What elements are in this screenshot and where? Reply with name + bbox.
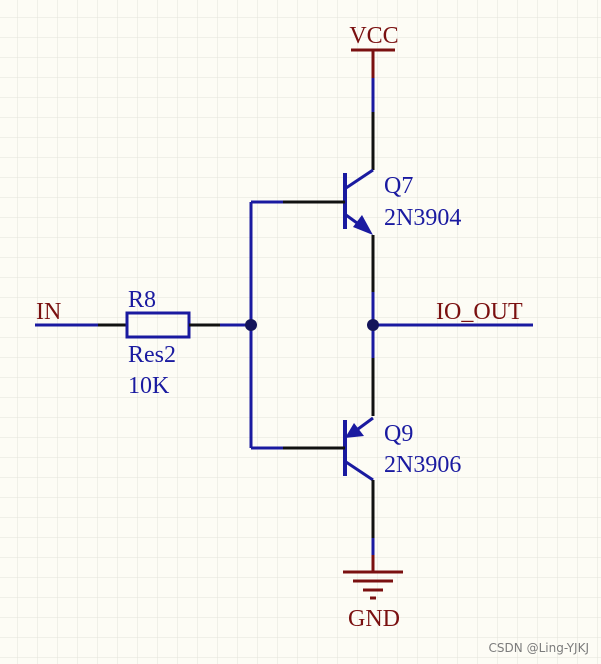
watermark-text: CSDN @Ling-YJKJ (489, 641, 589, 655)
r8-comment: Res2 (128, 342, 176, 368)
vcc-label: VCC (349, 23, 398, 49)
r8-value: 10K (128, 373, 170, 399)
q7-emitter-arrow-icon (353, 215, 373, 235)
q7-part-number: 2N3904 (384, 205, 461, 231)
input-net-label: IN (36, 299, 61, 325)
r8-designator: R8 (128, 287, 156, 313)
gnd-label: GND (348, 606, 400, 632)
q9-part-number: 2N3906 (384, 452, 461, 478)
q9-pnp-transistor (283, 358, 375, 538)
gnd-power-port (343, 555, 403, 600)
q7-designator: Q7 (384, 173, 413, 199)
output-net-label: IO_OUT (436, 299, 523, 325)
junction-dot-base (245, 319, 257, 331)
r8-resistor (98, 311, 220, 339)
junction-dot-output (367, 319, 379, 331)
vcc-power-port (351, 48, 395, 78)
q9-designator: Q9 (384, 421, 413, 447)
q7-npn-transistor (283, 112, 375, 292)
q9-emitter-arrow-icon (345, 423, 364, 438)
